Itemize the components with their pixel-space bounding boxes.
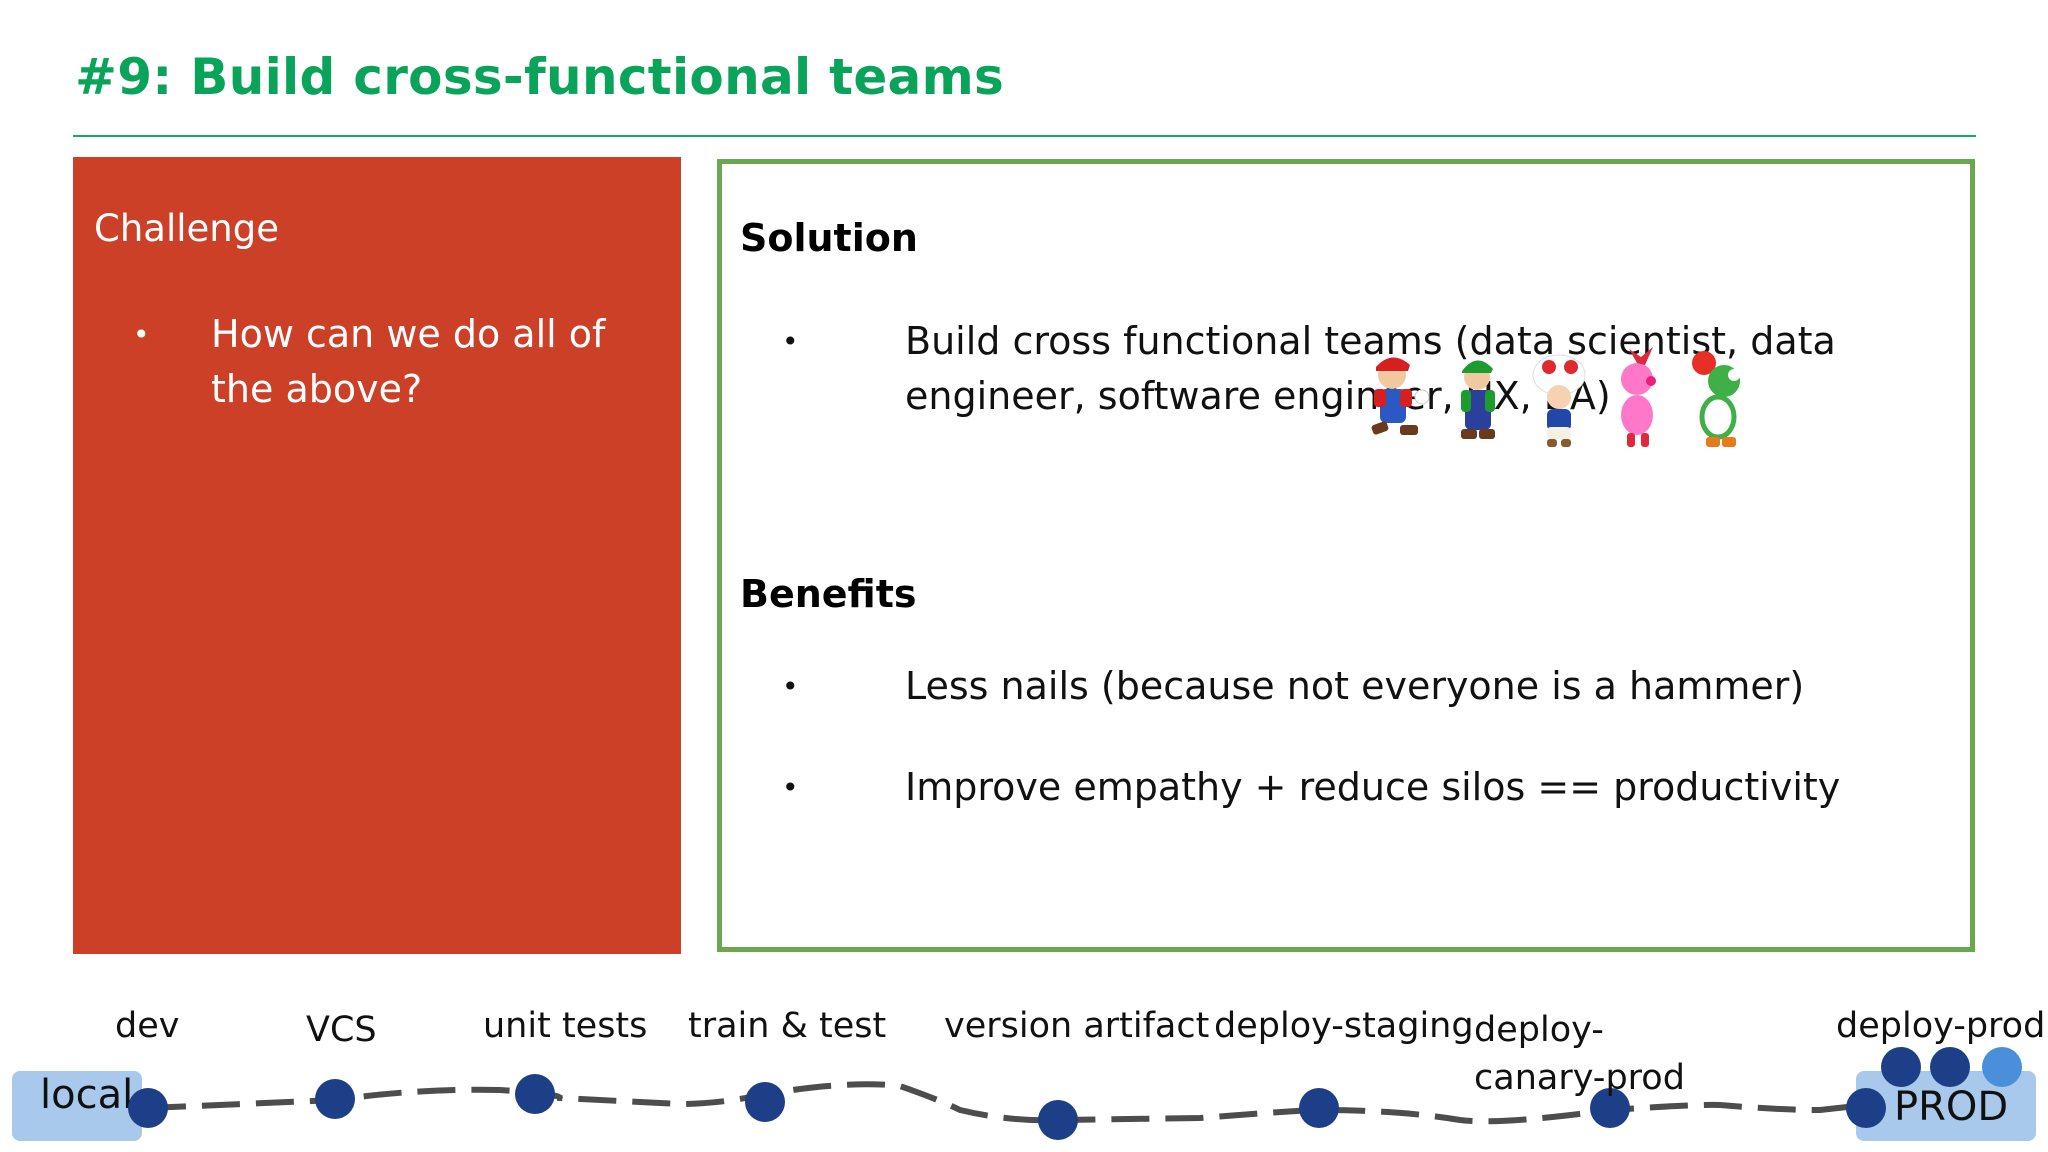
local-environment-box: local bbox=[12, 1071, 142, 1141]
pipeline-node-version-artifact bbox=[1038, 1100, 1078, 1140]
title-divider bbox=[73, 135, 1976, 137]
solution-heading: Solution bbox=[740, 216, 918, 260]
solution-item: Build cross functional teams (data scien… bbox=[782, 314, 1922, 424]
luigi-character-icon bbox=[1461, 360, 1495, 439]
pipeline-node-unit-tests bbox=[515, 1074, 555, 1114]
challenge-heading: Challenge bbox=[94, 207, 279, 250]
challenge-panel: Challenge How can we do all of the above… bbox=[73, 157, 681, 954]
pipeline-node-train-test bbox=[745, 1082, 785, 1122]
pipeline-node-dev bbox=[128, 1088, 168, 1128]
solution-panel: Solution Build cross functional teams (d… bbox=[717, 159, 1975, 952]
solution-list: Build cross functional teams (data scien… bbox=[782, 314, 1922, 424]
benefit-item: Improve empathy + reduce silos == produc… bbox=[782, 760, 1922, 815]
stage-label-vcs: VCS bbox=[306, 1010, 377, 1050]
stage-label-unit-tests: unit tests bbox=[483, 1006, 648, 1046]
stage-label-train-test: train & test bbox=[688, 1006, 887, 1046]
pipeline-node-deploy-staging bbox=[1299, 1088, 1339, 1128]
toad-character-icon bbox=[1532, 354, 1586, 447]
stage-label-deploy-staging: deploy-staging bbox=[1214, 1006, 1474, 1046]
team-characters-illustration bbox=[1371, 347, 1740, 447]
pipeline-path bbox=[147, 1081, 1866, 1125]
benefits-list: Less nails (because not everyone is a ha… bbox=[782, 659, 1922, 861]
prod-cluster-node bbox=[1982, 1047, 2022, 1087]
birdo-character-icon bbox=[1621, 347, 1656, 447]
stage-label-dev: dev bbox=[115, 1006, 180, 1046]
benefit-item: Less nails (because not everyone is a ha… bbox=[782, 659, 1922, 714]
challenge-item: How can we do all of the above? bbox=[133, 307, 653, 417]
challenge-list: How can we do all of the above? bbox=[133, 307, 653, 417]
prod-cluster-node bbox=[1881, 1047, 1921, 1087]
yoshi-character-icon bbox=[1692, 351, 1740, 447]
pipeline-diagram bbox=[128, 1047, 2022, 1140]
prod-cluster-node bbox=[1930, 1047, 1970, 1087]
pipeline-node-vcs bbox=[315, 1079, 355, 1119]
stage-label-version-artifact: version artifact bbox=[944, 1006, 1210, 1046]
stage-label-deploy-canary-prod: deploy-canary-prod bbox=[1474, 1010, 1685, 1098]
stage-label-deploy-prod: deploy-prod bbox=[1836, 1006, 2046, 1046]
benefits-heading: Benefits bbox=[740, 572, 917, 616]
pipeline-node-deploy-canary-prod bbox=[1590, 1088, 1630, 1128]
pipeline-node-deploy-prod bbox=[1846, 1088, 1886, 1128]
mario-character-icon bbox=[1371, 357, 1430, 435]
slide-title: #9: Build cross-functional teams bbox=[75, 48, 1005, 106]
